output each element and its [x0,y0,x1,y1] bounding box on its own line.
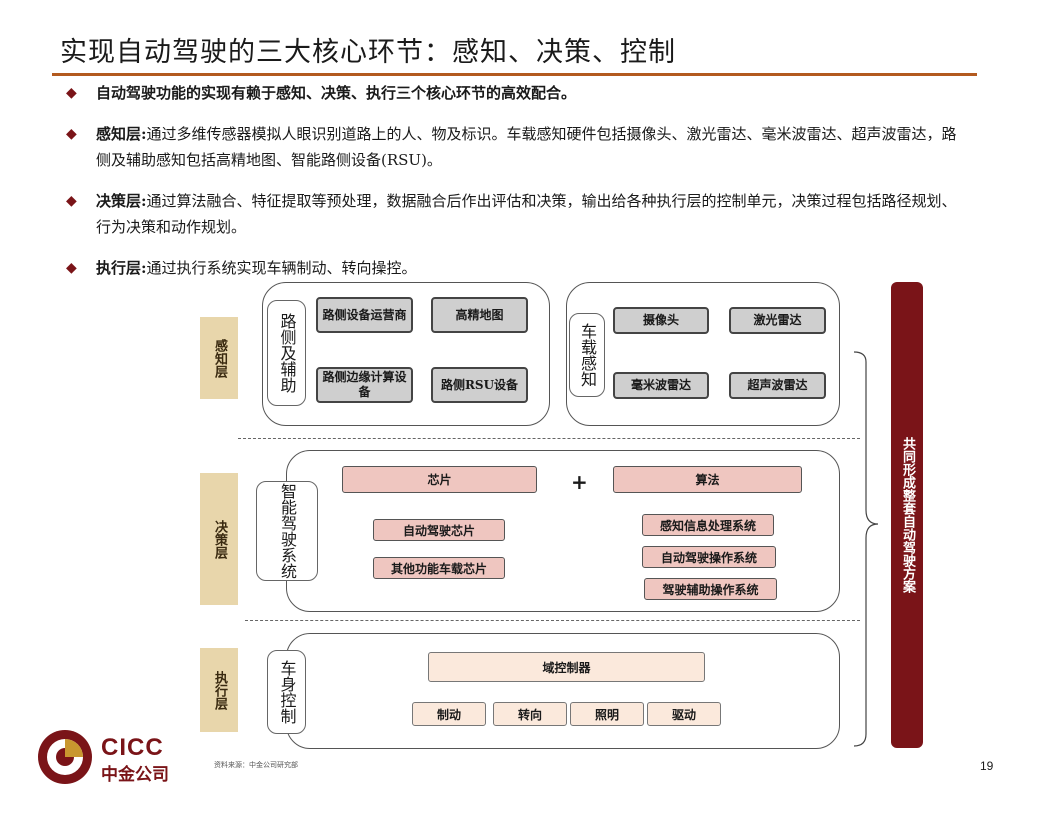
other-chip-box: 其他功能车载芯片 [373,557,505,579]
hd-map-box: 高精地图 [431,297,528,333]
bullet-label: 感知层: [96,125,147,143]
domain-controller-box: 域控制器 [428,652,705,682]
driver-assist-os-box: 驾驶辅助操作系统 [644,578,777,600]
roadside-rsu-box: 路侧RSU设备 [431,367,528,403]
drive-box: 驱动 [647,702,721,726]
lighting-box: 照明 [570,702,644,726]
bullet-text: 通过多维传感器模拟人眼识别道路上的人、物及标识。车载感知硬件包括摄像头、激光雷达… [96,125,957,169]
layer-divider [238,438,860,439]
lidar-box: 激光雷达 [729,307,826,334]
vehicle-sensing-panel [566,282,840,426]
roadside-label: 路侧及辅助 [267,300,306,406]
algorithm-header: 算法 [613,466,802,493]
diamond-bullet-icon: ◆ [66,126,77,142]
summary-text: 共同形成整套自动驾驶方案 [900,437,915,593]
layer-tag-decision: 决策层 [200,473,238,605]
layer-tag-execution: 执行层 [200,648,238,732]
bullet-text: 通过算法融合、特征提取等预处理，数据融合后作出评估和决策，输出给各种执行层的控制… [96,192,957,236]
bullet-label: 执行层: [96,259,147,277]
plus-icon: + [571,470,588,494]
ad-os-box: 自动驾驶操作系统 [642,546,776,568]
logo-chinese: 中金公司 [101,765,169,785]
page-title: 实现自动驾驶的三大核心环节：感知、决策、控制 [60,37,676,68]
page-number: 19 [980,759,994,773]
layer-divider [245,620,860,621]
steering-box: 转向 [493,702,567,726]
diamond-bullet-icon: ◆ [66,85,77,101]
camera-box: 摄像头 [613,307,709,334]
ultrasonic-radar-box: 超声波雷达 [729,372,826,399]
diamond-bullet-icon: ◆ [66,260,77,276]
chip-header: 芯片 [342,466,537,493]
cicc-logo-icon [38,730,92,784]
bracket-icon [853,351,879,747]
braking-box: 制动 [412,702,486,726]
title-divider [52,73,977,76]
bullet-text: 通过执行系统实现车辆制动、转向操控。 [146,259,417,277]
smart-driving-label: 智能驾驶系统 [256,481,318,581]
bullet-label: 决策层: [96,192,147,210]
layer-tag-perception: 感知层 [200,317,238,399]
source-note: 资料来源：中金公司研究部 [214,761,298,769]
mmwave-radar-box: 毫米波雷达 [613,372,709,399]
logo-english: CICC [101,734,164,761]
perception-processing-box: 感知信息处理系统 [642,514,774,536]
roadside-edge-computing-box: 路侧边缘计算设备 [316,367,413,403]
body-control-label: 车身控制 [267,650,306,734]
body-control-panel [286,633,840,749]
roadside-operator-box: 路侧设备运营商 [316,297,413,333]
diamond-bullet-icon: ◆ [66,193,77,209]
bullet-text: 自动驾驶功能的实现有赖于感知、决策、执行三个核心环节的高效配合。 [96,84,577,102]
ad-chip-box: 自动驾驶芯片 [373,519,505,541]
summary-bar: 共同形成整套自动驾驶方案 [891,282,923,748]
vehicle-sensing-label: 车载感知 [569,313,605,397]
